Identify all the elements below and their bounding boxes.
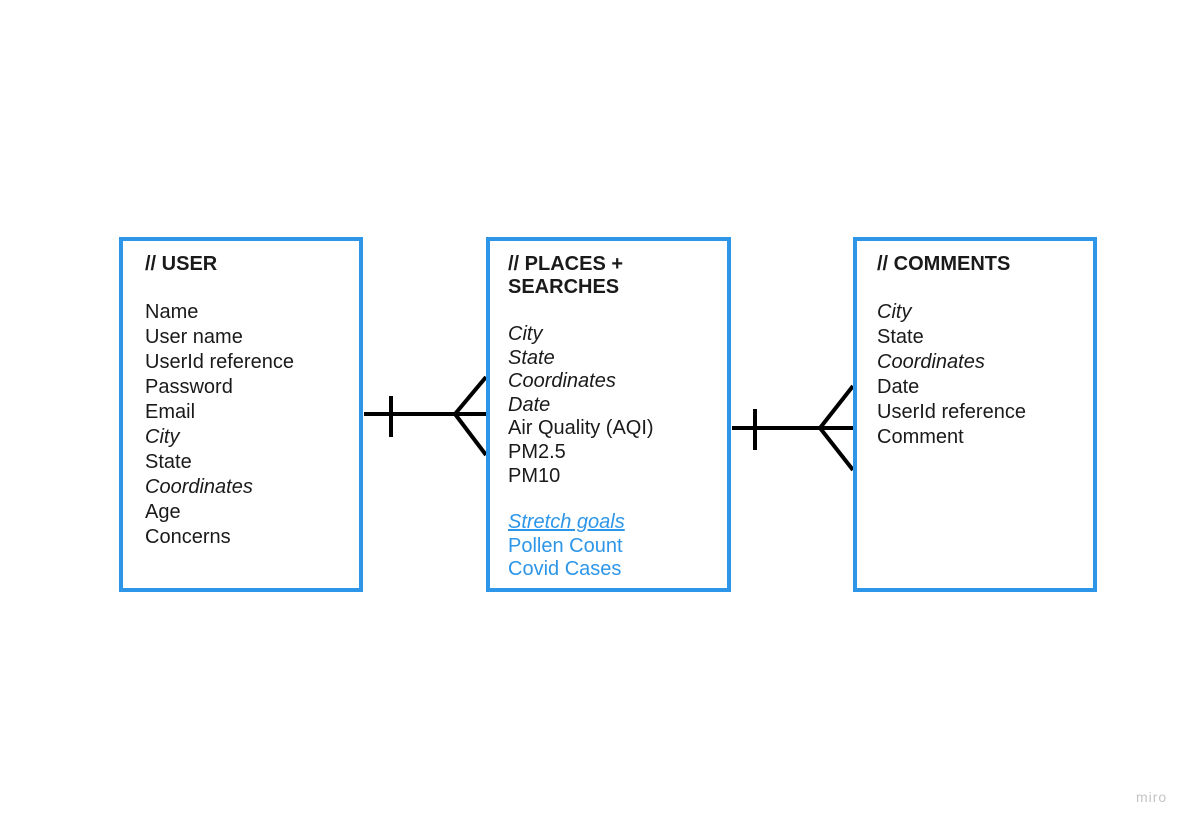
entity-field: Comment <box>877 426 964 448</box>
stretch-goal-item: Pollen Count <box>508 534 623 557</box>
entity-title: // COMMENTS <box>877 253 1011 275</box>
places-comments-relationship <box>732 384 855 472</box>
entity-field: Date <box>877 376 920 398</box>
user-places-relationship <box>364 375 488 457</box>
entity-field: Coordinates <box>877 351 985 373</box>
entity-field: Password <box>145 376 233 398</box>
entity-field: PM10 <box>508 464 561 487</box>
entity-field: Email <box>145 401 196 423</box>
entity-field: UserId reference <box>145 351 294 373</box>
stretch-goal-item: Covid Cases <box>508 558 622 581</box>
stretch-goals-section: Stretch goals Pollen Count Covid Cases <box>508 511 719 582</box>
entity-field: Coordinates <box>508 370 616 393</box>
entity-field: City <box>145 426 180 448</box>
crowfoot-bottom <box>818 426 855 472</box>
entity-field: City <box>508 323 543 345</box>
entity-field: Concerns <box>145 526 231 548</box>
entity-field: PM2.5 <box>508 440 566 463</box>
miro-watermark: miro <box>1136 789 1168 805</box>
entity-field: City <box>877 301 912 323</box>
entity-field: Date <box>508 393 551 416</box>
entity-field: Name <box>145 301 199 323</box>
entity-field: User name <box>145 326 243 348</box>
entity-field: State <box>145 451 192 473</box>
stretch-goals-title: Stretch goals <box>508 511 625 534</box>
entity-field: Age <box>145 501 181 523</box>
entity-title: // USER <box>145 253 218 275</box>
entity-field: Air Quality (AQI) <box>508 417 654 440</box>
entity-field: UserId reference <box>877 401 1026 423</box>
entity-title: // PLACES + SEARCHES <box>508 253 624 298</box>
entity-field: State <box>508 346 555 369</box>
entity-field: Coordinates <box>145 476 253 498</box>
crowfoot-top <box>818 384 855 430</box>
entity-field: State <box>877 326 924 348</box>
crowfoot-bottom <box>453 412 488 457</box>
crowfoot-top <box>453 375 488 416</box>
